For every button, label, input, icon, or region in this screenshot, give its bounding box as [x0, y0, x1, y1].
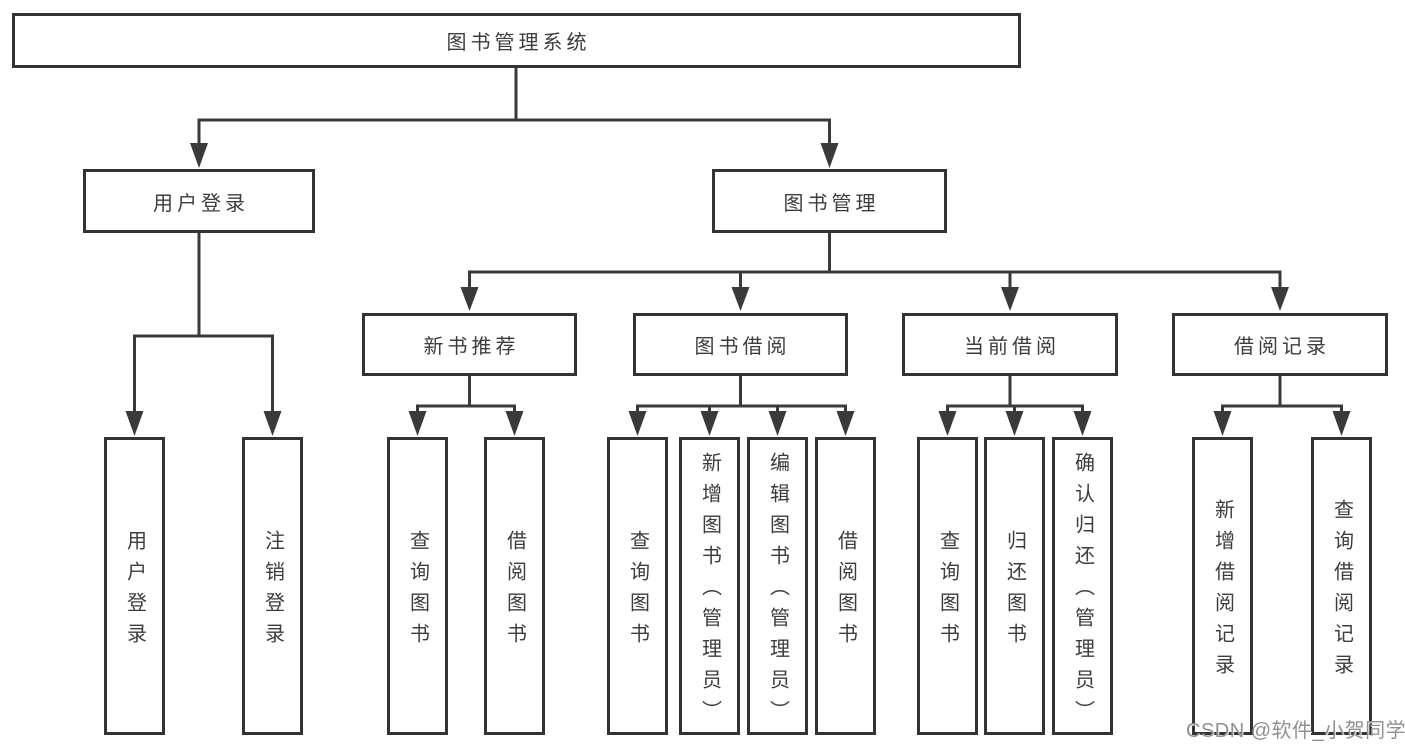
arrowhead	[125, 411, 144, 436]
node-leaf-add-borrow-record: 新增借阅记录	[1192, 437, 1253, 735]
node-leaf-logout: 注销登录	[242, 437, 303, 735]
arrowhead	[1005, 411, 1024, 436]
arrowhead	[1271, 287, 1289, 311]
node-current-borrowing: 当前借阅	[902, 313, 1118, 376]
node-leaf-add-book-admin: 新增图书（管理员）	[679, 437, 740, 735]
node-label: 当前借阅	[964, 336, 1060, 358]
node-leaf-user-login: 用户登录	[104, 437, 165, 735]
node-label: 新增借阅记录	[1211, 498, 1234, 685]
node-book-management: 图书管理	[712, 169, 947, 233]
node-label: 图书借阅	[694, 336, 791, 358]
node-label: 查询图书	[626, 529, 649, 654]
arrowhead	[700, 411, 719, 436]
arrowhead	[1001, 287, 1019, 311]
connectors-book-mgmt-to-level3	[460, 232, 1289, 311]
node-new-book-recommend: 新书推荐	[362, 313, 577, 376]
arrowhead	[190, 143, 208, 168]
node-label: 借阅图书	[834, 529, 857, 654]
arrowhead	[836, 411, 855, 436]
arrowhead	[820, 143, 839, 168]
arrowhead	[628, 411, 647, 436]
node-label: 归还图书	[1003, 529, 1026, 654]
node-label: 查询图书	[406, 529, 429, 654]
arrowhead	[768, 411, 787, 436]
arrowhead	[731, 287, 750, 311]
node-label: 借阅记录	[1234, 336, 1330, 358]
node-leaf-edit-book-admin: 编辑图书（管理员）	[747, 437, 808, 735]
node-label: 新增图书（管理员）	[698, 452, 721, 731]
arrowhead	[1213, 411, 1232, 436]
arrowhead	[408, 411, 427, 436]
arrowhead	[1332, 411, 1351, 436]
node-label: 图书管理系统	[446, 32, 591, 54]
node-label: 查询图书	[936, 529, 959, 654]
node-label: 图书管理	[783, 192, 880, 215]
node-leaf-query-books-recommend: 查询图书	[387, 437, 448, 735]
node-label: 新书推荐	[423, 336, 520, 358]
node-leaf-return-book: 归还图书	[984, 437, 1045, 735]
node-leaf-query-books-current: 查询图书	[917, 437, 978, 735]
node-leaf-query-books-borrow: 查询图书	[607, 437, 668, 735]
arrowhead	[938, 411, 957, 436]
node-borrowing-records: 借阅记录	[1172, 313, 1388, 376]
csdn-watermark: CSDN @软件_小贺同学	[1186, 720, 1405, 742]
node-leaf-confirm-return-admin: 确认归还（管理员）	[1052, 437, 1113, 735]
node-leaf-borrow-book: 借阅图书	[815, 437, 876, 735]
arrowhead	[460, 287, 479, 311]
node-library-system: 图书管理系统	[12, 13, 1021, 68]
node-label: 编辑图书（管理员）	[766, 452, 789, 731]
connectors-root-to-level2	[190, 67, 839, 168]
arrowhead	[505, 411, 524, 436]
node-label: 确认归还（管理员）	[1071, 452, 1094, 731]
node-leaf-borrow-books-recommend: 借阅图书	[484, 437, 545, 735]
arrowhead	[1073, 411, 1092, 436]
node-label: 借阅图书	[503, 529, 526, 654]
node-book-borrowing: 图书借阅	[633, 313, 848, 376]
node-label: 查询借阅记录	[1330, 498, 1353, 685]
node-user-login: 用户登录	[83, 169, 315, 233]
node-label: 用户登录	[123, 529, 146, 654]
arrowhead	[263, 411, 282, 436]
connectors-user-login-branch	[125, 232, 282, 436]
node-label: 用户登录	[153, 192, 249, 215]
node-leaf-query-borrow-record: 查询借阅记录	[1311, 437, 1372, 735]
connectors-level3-to-leaves	[408, 375, 1351, 436]
node-label: 注销登录	[261, 529, 284, 654]
